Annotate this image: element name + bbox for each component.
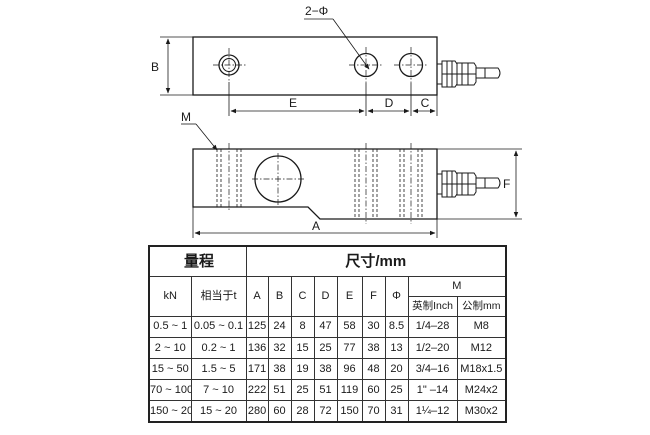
col-header-c: C	[290, 275, 315, 317]
cell-f: 70	[361, 400, 386, 423]
cell-b: 32	[267, 336, 292, 360]
col-header-d: D	[313, 275, 338, 317]
top-view-connector	[436, 60, 501, 88]
cell-metric: M8	[456, 315, 507, 338]
label-c: C	[421, 96, 430, 110]
col-header-kn: kN	[148, 275, 192, 317]
cell-phi: 25	[384, 379, 409, 402]
top-view	[160, 18, 501, 116]
label-m: M	[181, 110, 191, 124]
col-header-f: F	[361, 275, 386, 317]
dimension-title: 尺寸/mm	[245, 245, 507, 277]
col-header-inch: 英制Inch	[407, 295, 458, 317]
label-b: B	[151, 60, 159, 74]
table-row: 150 ~ 200 15 ~ 20 280 60 28 72 150 70 31…	[148, 400, 507, 423]
cell-b: 38	[267, 358, 292, 381]
cell-d: 51	[313, 379, 338, 402]
col-header-metric: 公制mm	[456, 295, 507, 317]
cell-metric: M18x1.5	[456, 358, 507, 381]
side-view-connector	[436, 170, 501, 198]
label-f: F	[503, 177, 510, 191]
cell-t: 0.05 ~ 0.1	[190, 315, 247, 338]
cell-t: 7 ~ 10	[190, 379, 247, 402]
cell-kn: 2 ~ 10	[148, 336, 192, 360]
cell-f: 30	[361, 315, 386, 338]
cell-t: 1.5 ~ 5	[190, 358, 247, 381]
cell-a: 171	[245, 358, 269, 381]
cell-f: 48	[361, 358, 386, 381]
cell-phi: 31	[384, 400, 409, 423]
cell-c: 28	[290, 400, 315, 423]
col-header-equiv: 相当于t	[190, 275, 247, 317]
cell-inch: 1" –14	[407, 379, 458, 402]
col-header-a: A	[245, 275, 269, 317]
cell-e: 77	[336, 336, 363, 360]
label-hole-count: 2−Φ	[305, 4, 328, 18]
cell-inch: 1/2–20	[407, 336, 458, 360]
cell-inch: 1/4–28	[407, 315, 458, 338]
cell-a: 136	[245, 336, 269, 360]
table-row: 2 ~ 10 0.2 ~ 1 136 32 15 25 77 38 13 1/2…	[148, 336, 507, 360]
cell-f: 60	[361, 379, 386, 402]
cell-a: 280	[245, 400, 269, 423]
cell-d: 38	[313, 358, 338, 381]
table-row: 15 ~ 50 1.5 ~ 5 171 38 19 38 96 48 20 3/…	[148, 358, 507, 381]
cell-c: 15	[290, 336, 315, 360]
cell-metric: M30x2	[456, 400, 507, 423]
cell-kn: 15 ~ 50	[148, 358, 192, 381]
cell-kn: 0.5 ~ 1	[148, 315, 192, 338]
side-view	[181, 123, 522, 238]
cell-phi: 8.5	[384, 315, 409, 338]
table-row: 70 ~ 100 7 ~ 10 222 51 25 51 119 60 25 1…	[148, 379, 507, 402]
label-e: E	[289, 96, 297, 110]
col-header-thread: M	[407, 275, 507, 297]
cell-phi: 13	[384, 336, 409, 360]
cell-d: 47	[313, 315, 338, 338]
cell-e: 150	[336, 400, 363, 423]
cell-kn: 150 ~ 200	[148, 400, 192, 423]
col-header-b: B	[267, 275, 292, 317]
cell-c: 8	[290, 315, 315, 338]
cell-kn: 70 ~ 100	[148, 379, 192, 402]
cell-a: 222	[245, 379, 269, 402]
cell-f: 38	[361, 336, 386, 360]
cell-a: 125	[245, 315, 269, 338]
table-row: 0.5 ~ 1 0.05 ~ 0.1 125 24 8 47 58 30 8.5…	[148, 315, 507, 338]
cell-d: 25	[313, 336, 338, 360]
label-d: D	[385, 96, 394, 110]
cell-e: 58	[336, 315, 363, 338]
cell-e: 96	[336, 358, 363, 381]
col-header-e: E	[336, 275, 363, 317]
cell-metric: M24x2	[456, 379, 507, 402]
cell-phi: 20	[384, 358, 409, 381]
cell-inch: 3/4–16	[407, 358, 458, 381]
col-header-phi: Φ	[384, 275, 409, 317]
range-title: 量程	[148, 245, 247, 277]
cell-e: 119	[336, 379, 363, 402]
spec-table: 量程 尺寸/mm kN 相当于t A B C D E F Φ M 英制Inch …	[148, 245, 508, 423]
top-view-body	[192, 36, 438, 96]
cell-d: 72	[313, 400, 338, 423]
label-a: A	[312, 219, 320, 233]
cell-c: 25	[290, 379, 315, 402]
cell-t: 0.2 ~ 1	[190, 336, 247, 360]
technical-drawing: 2−Φ B E D C	[151, 4, 522, 238]
cell-b: 24	[267, 315, 292, 338]
cell-c: 19	[290, 358, 315, 381]
cell-b: 60	[267, 400, 292, 423]
cell-b: 51	[267, 379, 292, 402]
cell-metric: M12	[456, 336, 507, 360]
cell-t: 15 ~ 20	[190, 400, 247, 423]
cell-inch: 1¼–12	[407, 400, 458, 423]
